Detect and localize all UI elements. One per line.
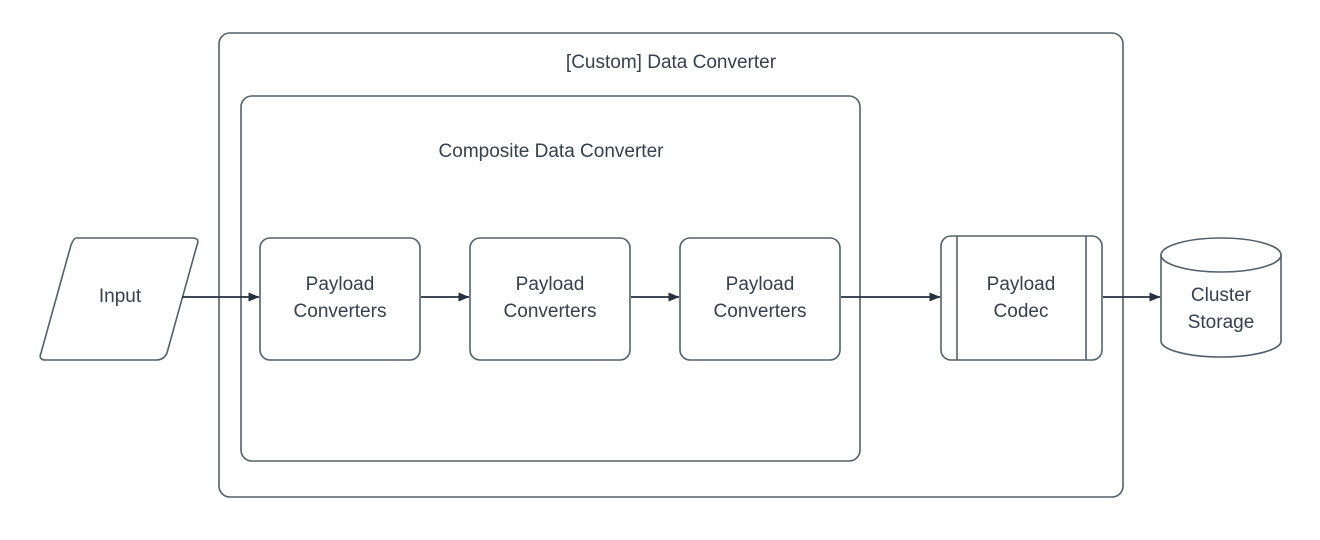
payload-codec-label-line1: Payload	[987, 274, 1056, 295]
node-payload-converters-3[interactable]: Payload Converters	[679, 237, 841, 361]
payload-converters-3-shape	[679, 237, 841, 361]
payload-converters-3-label-line2: Converters	[714, 301, 807, 322]
payload-converters-1-label-line1: Payload	[306, 274, 375, 295]
node-payload-converters-1[interactable]: Payload Converters	[259, 237, 421, 361]
payload-converters-2-label-line1: Payload	[516, 274, 585, 295]
cluster-storage-body	[1160, 254, 1282, 358]
node-payload-codec[interactable]: Payload Codec	[940, 235, 1103, 361]
node-input[interactable]: Input	[39, 237, 199, 361]
payload-codec-shape	[940, 235, 1103, 361]
input-shape	[39, 237, 199, 361]
node-payload-converters-2[interactable]: Payload Converters	[469, 237, 631, 361]
composite-data-converter-label: Composite Data Converter	[439, 141, 665, 162]
node-cluster-storage[interactable]: Cluster Storage	[1160, 237, 1282, 358]
payload-converters-2-shape	[469, 237, 631, 361]
payload-converters-3-label-line1: Payload	[726, 274, 795, 295]
payload-converters-1-label-line2: Converters	[294, 301, 387, 322]
payload-converters-2-label-line2: Converters	[504, 301, 597, 322]
cluster-storage-label-line2: Storage	[1188, 312, 1255, 333]
cluster-storage-top	[1160, 237, 1282, 273]
custom-data-converter-label: [Custom] Data Converter	[566, 52, 777, 73]
input-label: Input	[99, 286, 142, 307]
payload-converters-1-shape	[259, 237, 421, 361]
payload-codec-label-line2: Codec	[994, 301, 1049, 322]
cluster-storage-label-line1: Cluster	[1191, 285, 1252, 306]
